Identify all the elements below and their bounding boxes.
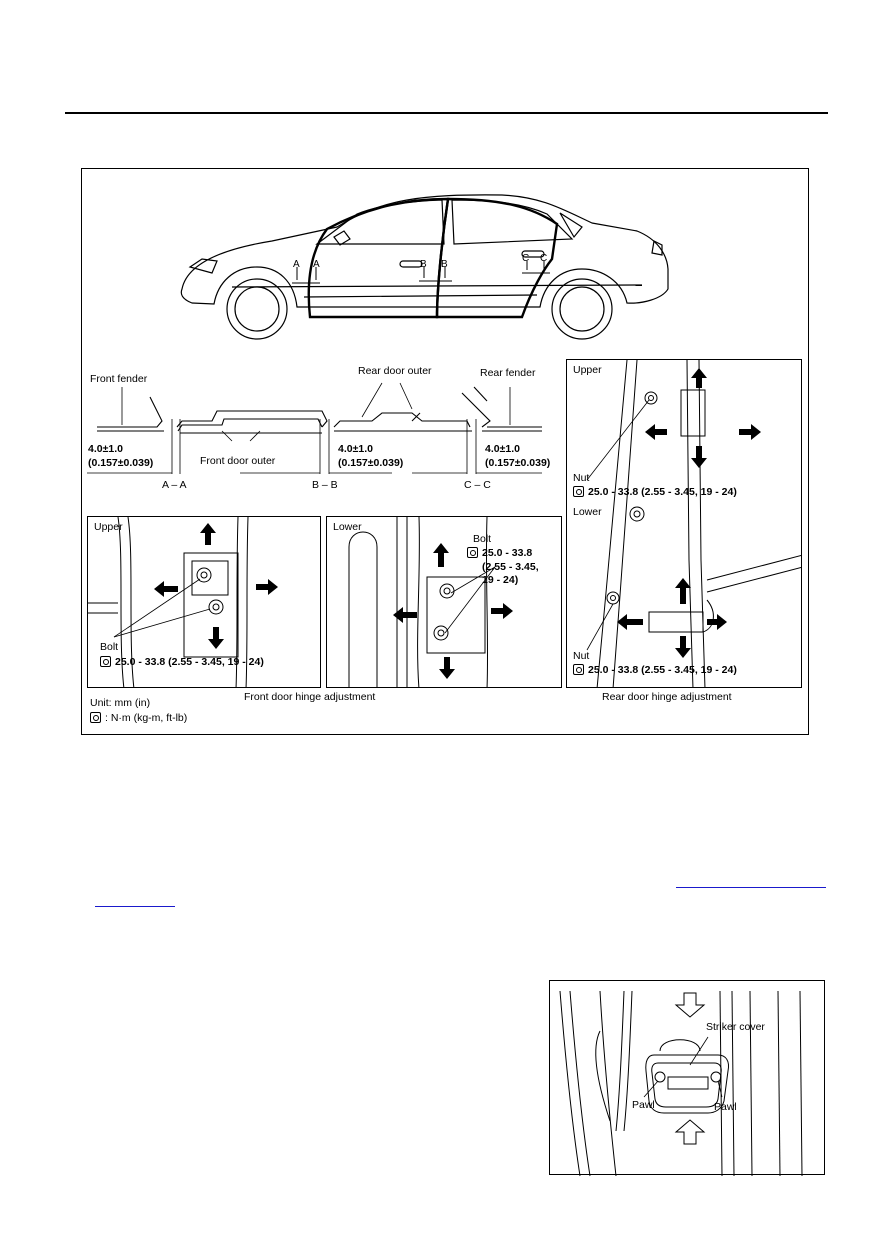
front-lower-hinge-panel: Lower Bolt 25.0 - 33.8 (2.55 - 3.45, 19 …: [326, 516, 562, 688]
rear-torque-1-text: 25.0 - 33.8 (2.55 - 3.45, 19 - 24): [588, 486, 737, 498]
rear-hinge-caption: Rear door hinge adjustment: [602, 691, 732, 703]
front-upper-torque-value: 25.0 - 33.8 (2.55 - 3.45, 19 - 24): [115, 656, 264, 668]
rear-fender-label: Rear fender: [480, 367, 536, 379]
cut-b2-label: B: [441, 259, 448, 270]
torque-wrench-icon: [467, 547, 478, 558]
front-lower-torque-1: 25.0 - 33.8: [467, 547, 532, 559]
front-upper-torque: 25.0 - 33.8 (2.55 - 3.45, 19 - 24): [100, 656, 264, 668]
door-adjustment-figure: A A B B C C Front fender Rear fend: [81, 168, 809, 735]
torque-wrench-icon: [573, 664, 584, 675]
torque-wrench-icon: [573, 486, 584, 497]
pawl-right-label: Pawl: [714, 1101, 737, 1113]
rear-hinge-panel: Upper Nut 25.0 - 33.8 (2.55 - 3.45, 19 -…: [566, 359, 802, 688]
section-aa-label: A – A: [162, 479, 187, 491]
front-upper-bolt-label: Bolt: [100, 641, 119, 653]
reference-link-line-1[interactable]: [676, 887, 826, 888]
front-lower-torque-3: 19 - 24): [482, 574, 519, 586]
gap-a-value: 4.0±1.0: [88, 443, 123, 455]
rear-torque-2: 25.0 - 33.8 (2.55 - 3.45, 19 - 24): [573, 664, 737, 676]
rear-nut-label-1: Nut: [573, 472, 590, 484]
rear-nut-label-2: Nut: [573, 650, 590, 662]
gap-a-inch: (0.157±0.039): [88, 457, 154, 469]
torque-unit-legend: : N·m (kg-m, ft-lb): [90, 712, 187, 724]
car-side-view: A A B B C C: [87, 194, 669, 474]
striker-cover-label: Striker cover: [706, 1021, 765, 1033]
front-lower-title: Lower: [333, 521, 362, 533]
section-cc-label: C – C: [464, 479, 491, 491]
front-lower-bolt-label: Bolt: [473, 533, 492, 545]
cut-a2-label: A: [313, 259, 320, 270]
rear-door-outer-label: Rear door outer: [358, 365, 432, 377]
cut-c2-label: C: [540, 253, 547, 264]
rear-lower-title: Lower: [573, 506, 602, 518]
rear-torque-1: 25.0 - 33.8 (2.55 - 3.45, 19 - 24): [573, 486, 737, 498]
gap-c-value: 4.0±1.0: [485, 443, 520, 455]
cut-c1-label: C: [522, 253, 529, 264]
front-fender-label: Front fender: [90, 373, 148, 385]
striker-cover-figure: Striker cover Pawl Pawl: [549, 980, 825, 1177]
rear-torque-2-text: 25.0 - 33.8 (2.55 - 3.45, 19 - 24): [588, 664, 737, 676]
cut-a1-label: A: [293, 259, 300, 270]
torque-unit-text: : N·m (kg-m, ft-lb): [105, 712, 188, 724]
pawl-left-label: Pawl: [632, 1099, 655, 1111]
front-lower-torque-2: (2.55 - 3.45,: [482, 561, 539, 573]
front-hinge-caption: Front door hinge adjustment: [244, 691, 376, 703]
front-upper-hinge-panel: Upper Bolt 25.0 - 33.8 (2.55 - 3.45, 19 …: [87, 516, 321, 688]
torque-wrench-icon: [100, 656, 111, 667]
cut-b1-label: B: [420, 259, 427, 270]
front-door-outer-label: Front door outer: [200, 455, 276, 467]
rear-upper-title: Upper: [573, 364, 602, 376]
gap-b-value: 4.0±1.0: [338, 443, 373, 455]
reference-link-line-2[interactable]: [95, 906, 175, 907]
header-rule: [65, 112, 828, 114]
front-lower-torque-1-text: 25.0 - 33.8: [482, 547, 533, 559]
gap-b-inch: (0.157±0.039): [338, 457, 404, 469]
front-upper-title: Upper: [94, 521, 123, 533]
gap-c-inch: (0.157±0.039): [485, 457, 551, 469]
torque-wrench-icon: [90, 712, 101, 723]
section-bb-label: B – B: [312, 479, 338, 491]
unit-legend: Unit: mm (in): [90, 697, 151, 709]
